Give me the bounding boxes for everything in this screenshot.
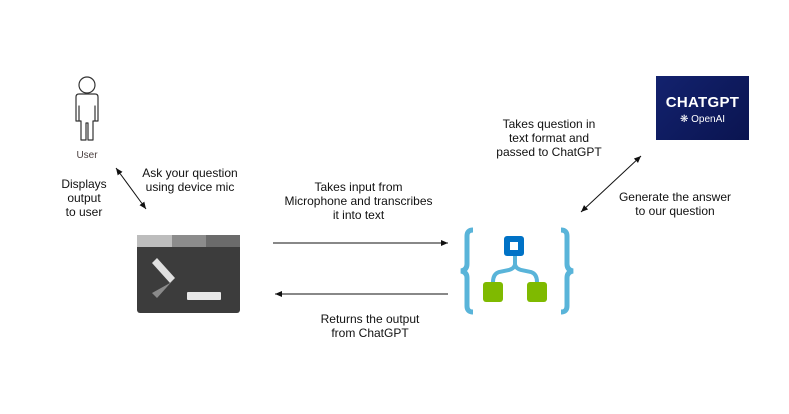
openai-logo-icon: ❋	[679, 114, 689, 125]
terminal-node	[137, 235, 240, 313]
generate-answer-label: Generate the answer to our question	[618, 190, 732, 218]
chatgpt-title: CHATGPT	[665, 94, 740, 111]
person-icon	[75, 76, 99, 141]
chatgpt-subtitle: OpenAI	[691, 114, 726, 125]
user-terminal-arrow	[115, 167, 147, 210]
takes-input-label: Takes input from Microphone and transcri…	[284, 180, 433, 222]
logic-app-node	[459, 226, 575, 316]
openai-wordmark: ❋ OpenAI	[656, 114, 749, 125]
logic-app-workflow-icon	[460, 227, 574, 315]
user-label: User	[76, 150, 98, 161]
returns-output-label: Returns the output from ChatGPT	[320, 312, 420, 340]
takes-question-label: Takes question in text format and passed…	[496, 117, 602, 159]
user-node: User	[62, 75, 112, 165]
ask-question-label: Ask your question using device mic	[142, 166, 238, 194]
chatgpt-node: CHATGPT ❋ OpenAI	[656, 76, 749, 140]
displays-output-label: Displays output to user	[61, 177, 107, 219]
terminal-icon	[137, 235, 240, 313]
logic-chatgpt-arrow	[580, 155, 642, 213]
